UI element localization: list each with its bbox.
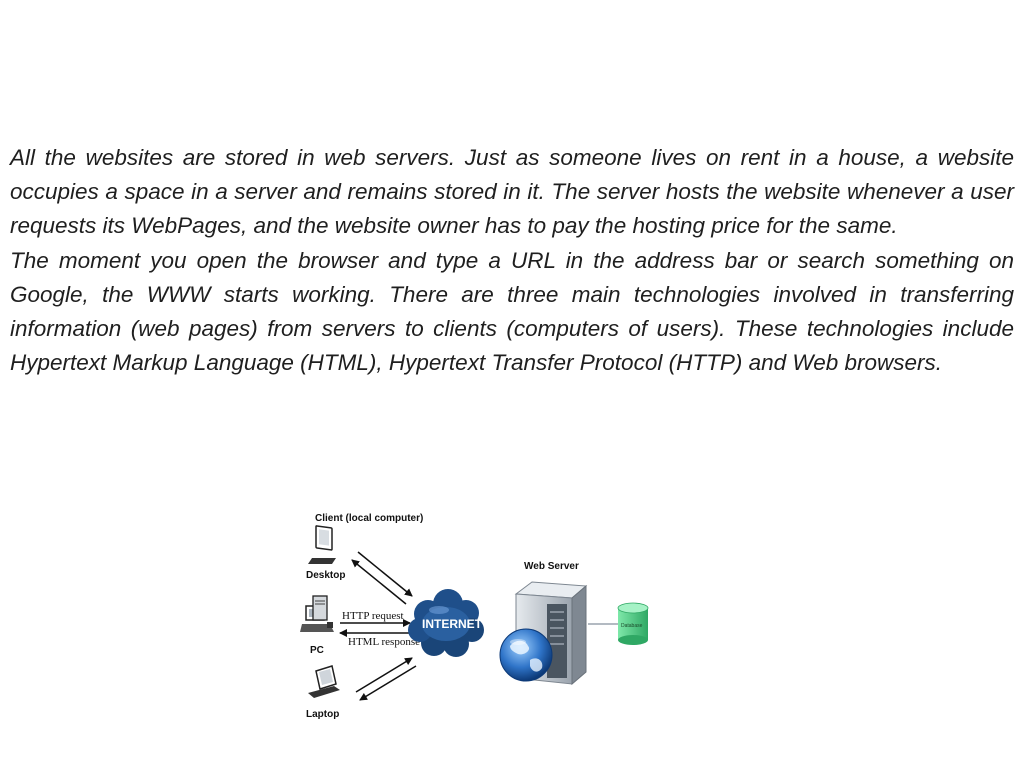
laptop-connection-arrows (355, 657, 417, 701)
pc-connection-arrows (339, 619, 411, 637)
internet-label: INTERNET (422, 617, 483, 631)
paragraph-web-servers: All the websites are stored in web serve… (10, 145, 1014, 239)
internet-cloud-icon (408, 589, 484, 657)
client-server-diagram: Client (local computer) Desktop PC (296, 500, 656, 725)
pc-label: PC (310, 645, 324, 656)
client-label: Client (local computer) (315, 513, 423, 524)
paragraph-www-technologies: The moment you open the browser and type… (10, 247, 1014, 376)
html-response-label: HTML response (348, 636, 420, 648)
globe-icon (499, 628, 553, 682)
desktop-label: Desktop (306, 570, 345, 581)
pc-icon (300, 595, 334, 632)
desktop-icon (308, 525, 336, 564)
diagram-canvas: Client (local computer) Desktop PC (300, 513, 649, 720)
laptop-icon (308, 665, 340, 698)
database-icon (617, 602, 649, 645)
desktop-connection-arrows (351, 551, 413, 605)
body-text: All the websites are stored in web serve… (10, 141, 1014, 380)
laptop-label: Laptop (306, 709, 339, 720)
database-label: Database (621, 623, 643, 629)
web-server-label: Web Server (524, 561, 579, 572)
http-request-label: HTTP request (342, 610, 404, 622)
